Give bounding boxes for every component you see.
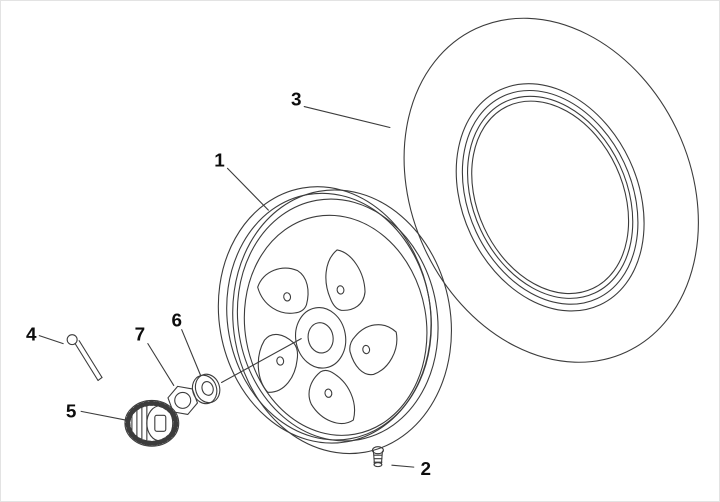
leader-lines [39,107,414,468]
callout-label-1: 1 [214,150,225,171]
splined-hub-gear [125,400,179,446]
leader-line-6 [182,330,201,376]
tire [350,1,719,411]
leader-line-7 [148,344,174,386]
callout-label-6: 6 [171,311,182,332]
bolt-holes [265,280,376,405]
callout-label-4: 4 [26,325,37,346]
leader-line-1 [228,168,269,210]
callout-label-3: 3 [291,90,302,111]
leader-line-5 [81,411,127,420]
washer [189,371,224,407]
leader-line-2 [392,465,414,467]
wheel-hub [291,304,351,372]
cotter-pin [67,335,102,381]
spoke-cutouts [247,245,400,427]
callout-label-2: 2 [420,459,431,480]
valve-stem-bolt [372,447,383,467]
callout-labels: 1 2 3 4 5 6 7 [26,90,431,481]
callout-label-7: 7 [135,325,146,346]
assembly-axis-line [222,339,302,383]
wheel-rim [198,166,472,473]
leader-line-4 [39,336,63,344]
leader-line-3 [304,107,390,128]
callout-label-5: 5 [66,401,77,422]
